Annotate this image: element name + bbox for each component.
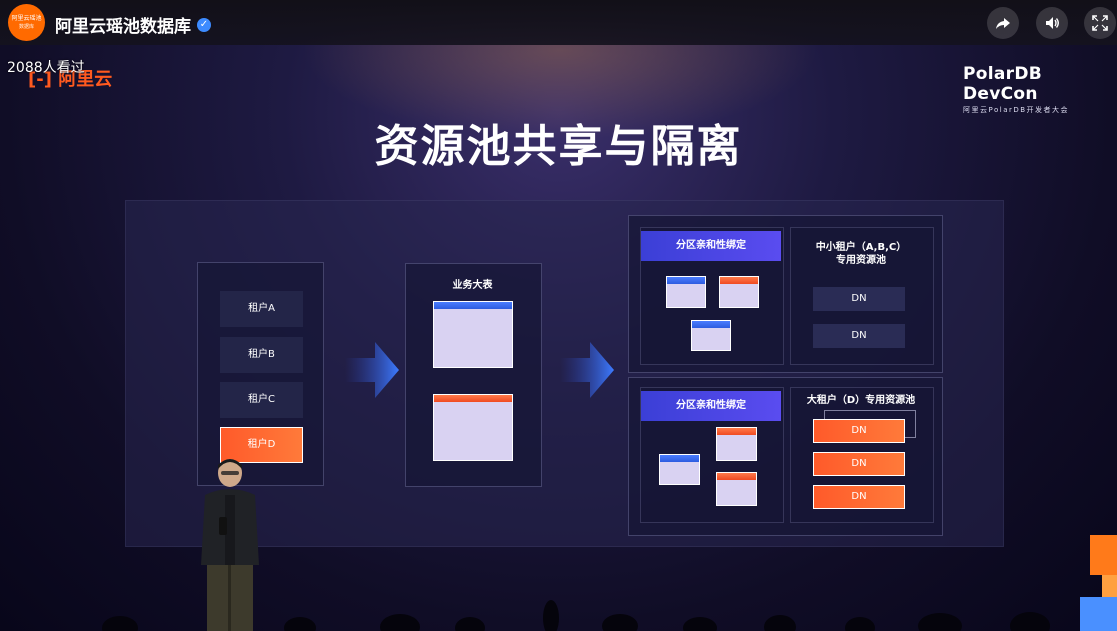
table-orange [716,427,757,461]
table-orange [433,394,513,461]
video-header: 阿里云瑶池 数据库 阿里云瑶池数据库 ✓ [0,0,1117,45]
dn-node-large: DN [813,485,905,509]
volume-button[interactable] [1036,7,1068,39]
table-orange [719,276,759,308]
dn-node: DN [813,324,905,348]
stage-decor [1072,525,1117,631]
tenant-c: 租户C [220,382,303,418]
viewer-count: 2088人看过 [7,57,85,77]
slide-title: 资源池共享与隔离 [0,110,1117,174]
tenant-b: 租户B [220,337,303,373]
table-blue [691,320,731,351]
dn-node: DN [813,287,905,311]
bottom-partition-label: 分区亲和性绑定 [641,391,781,421]
volume-icon [1044,15,1060,31]
table-blue [659,454,700,485]
channel-title[interactable]: 阿里云瑶池数据库 ✓ [55,12,211,37]
dn-node-large: DN [813,452,905,476]
table-blue [433,301,513,368]
arrow-right-icon [560,340,615,400]
tenant-a: 租户A [220,291,303,327]
channel-avatar[interactable]: 阿里云瑶池 数据库 [8,4,45,41]
share-button[interactable] [987,7,1019,39]
audience-silhouette [0,598,1117,631]
big-table-label: 业务大表 [405,276,540,291]
fullscreen-button[interactable] [1084,7,1116,39]
fullscreen-icon [1092,15,1108,31]
top-partition-label: 分区亲和性绑定 [641,231,781,261]
top-pool-label-2: 专用资源池 [790,251,932,266]
bottom-pool-label: 大租户（D）专用资源池 [790,391,932,406]
arrow-right-icon [345,340,400,400]
table-blue [666,276,706,308]
table-orange [716,472,757,506]
share-icon [995,15,1011,31]
event-logo: PolarDB DevCon 阿里云PolarDB开发者大会 [963,64,1117,115]
verified-icon: ✓ [197,18,211,32]
dn-node-large: DN [813,419,905,443]
